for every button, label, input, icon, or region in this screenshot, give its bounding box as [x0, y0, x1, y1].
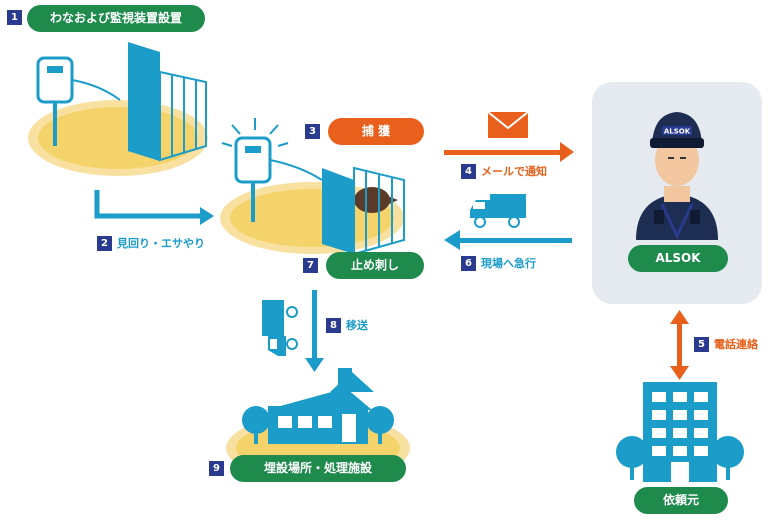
step-4-number: 4 — [461, 164, 476, 179]
step-1-label: わなおよび監視装置設置 — [27, 5, 205, 32]
guard-figure: ALSOK — [636, 112, 718, 240]
step-3-number: 3 — [305, 124, 320, 139]
arrow-dispatch — [444, 230, 572, 250]
client-label: 依頼元 — [634, 487, 728, 514]
step-1-number: 1 — [7, 10, 22, 25]
step-8-number: 8 — [326, 318, 341, 333]
trap-setup-scene — [28, 42, 208, 176]
alsok-label: ALSOK — [628, 245, 728, 272]
step-6-label: 現場へ急行 — [481, 257, 536, 270]
step-5-number: 5 — [694, 337, 709, 352]
step-9-label: 埋設場所・処理施設 — [230, 455, 406, 482]
truck-icon-vertical — [262, 300, 298, 356]
step-4-label: メールで通知 — [481, 165, 547, 178]
arrow-patrol — [94, 190, 214, 225]
step-8-label: 移送 — [346, 319, 368, 332]
truck-icon — [470, 194, 526, 228]
arrow-phone — [670, 310, 689, 380]
helmet-logo: ALSOK — [664, 128, 691, 136]
capture-scene — [220, 118, 405, 256]
step-6-number: 6 — [461, 256, 476, 271]
step-3-label: 捕 獲 — [328, 118, 424, 145]
step-2-number: 2 — [97, 236, 112, 251]
arrow-transport — [305, 290, 324, 372]
step-7-label: 止め刺し — [326, 252, 424, 279]
arrow-notify — [444, 142, 574, 162]
step-5-label: 電話連絡 — [714, 338, 758, 351]
mail-icon — [487, 111, 529, 138]
client-building — [616, 382, 744, 482]
step-7-number: 7 — [303, 258, 318, 273]
step-9-number: 9 — [209, 461, 224, 476]
step-2-label: 見回り・エサやり — [117, 237, 205, 250]
